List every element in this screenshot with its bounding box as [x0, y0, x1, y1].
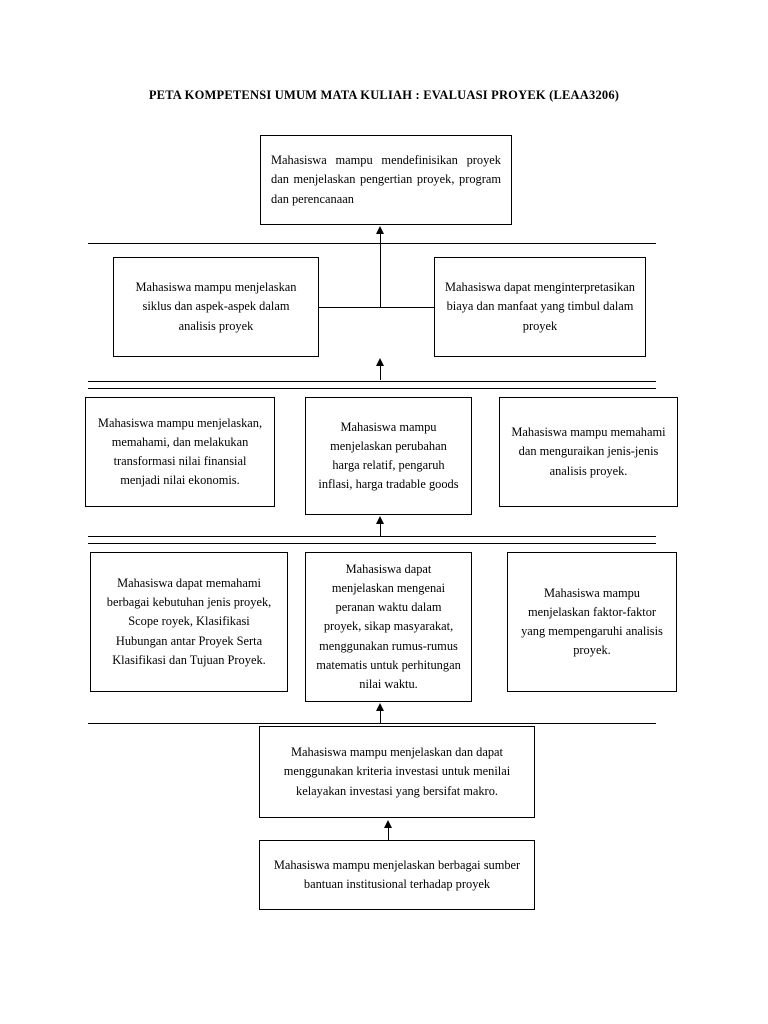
node-box-2: Mahasiswa mampu menjelaskan siklus dan a…: [113, 257, 319, 357]
node-box-5-label: Mahasiswa mampu menjelaskan perubahan ha…: [318, 419, 459, 492]
node-box-10: Mahasiswa mampu menjelaskan dan dapat me…: [259, 726, 535, 818]
connector-v-top: [380, 233, 381, 243]
connector-v-level3-up: [380, 366, 381, 380]
connector-h-level2: [319, 307, 434, 308]
node-box-9-label: Mahasiswa mampu menjelaskan faktor-fakto…: [521, 585, 663, 658]
node-box-1-label: Mahasiswa mampu mendefinisikan proyek da…: [271, 153, 501, 206]
node-box-1: Mahasiswa mampu mendefinisikan proyek da…: [260, 135, 512, 225]
node-box-7-label: Mahasiswa dapat memahami berbagai kebutu…: [106, 575, 272, 667]
node-box-3: Mahasiswa dapat menginterpretasikan biay…: [434, 257, 646, 357]
connector-v-level2-up: [380, 243, 381, 307]
arrow-up-2: [375, 358, 384, 366]
arrow-up-5: [383, 820, 392, 828]
node-box-11-label: Mahasiswa mampu menjelaskan berbagai sum…: [273, 857, 521, 891]
node-box-10-label: Mahasiswa mampu menjelaskan dan dapat me…: [283, 745, 511, 798]
node-box-3-label: Mahasiswa dapat menginterpretasikan biay…: [445, 280, 635, 333]
node-box-7: Mahasiswa dapat memahami berbagai kebutu…: [90, 552, 288, 692]
node-box-8: Mahasiswa dapat menjelaskan mengenai per…: [305, 552, 472, 702]
node-box-4: Mahasiswa mampu menjelaskan, memahami, d…: [85, 397, 275, 507]
node-box-9: Mahasiswa mampu menjelaskan faktor-fakto…: [507, 552, 677, 692]
arrow-up-4: [375, 703, 384, 711]
divider-rule-1: [88, 243, 656, 244]
divider-rule-3b: [88, 543, 656, 544]
node-box-5: Mahasiswa mampu menjelaskan perubahan ha…: [305, 397, 472, 515]
arrow-up-1: [375, 226, 384, 234]
node-box-11: Mahasiswa mampu menjelaskan berbagai sum…: [259, 840, 535, 910]
page-title: PETA KOMPETENSI UMUM MATA KULIAH : EVALU…: [148, 88, 620, 102]
divider-rule-3: [88, 536, 656, 537]
connector-v-level5-up: [380, 711, 381, 723]
node-box-6-label: Mahasiswa mampu memahami dan menguraikan…: [511, 425, 666, 478]
connector-v-bottom: [388, 828, 389, 840]
node-box-6: Mahasiswa mampu memahami dan menguraikan…: [499, 397, 678, 507]
divider-rule-2: [88, 381, 656, 382]
divider-rule-2b: [88, 388, 656, 389]
node-box-8-label: Mahasiswa dapat menjelaskan mengenai per…: [316, 561, 461, 692]
divider-rule-4: [88, 723, 656, 724]
node-box-4-label: Mahasiswa mampu menjelaskan, memahami, d…: [97, 415, 263, 488]
arrow-up-3: [375, 516, 384, 524]
node-box-2-label: Mahasiswa mampu menjelaskan siklus dan a…: [135, 280, 297, 333]
connector-v-level4-up: [380, 524, 381, 536]
